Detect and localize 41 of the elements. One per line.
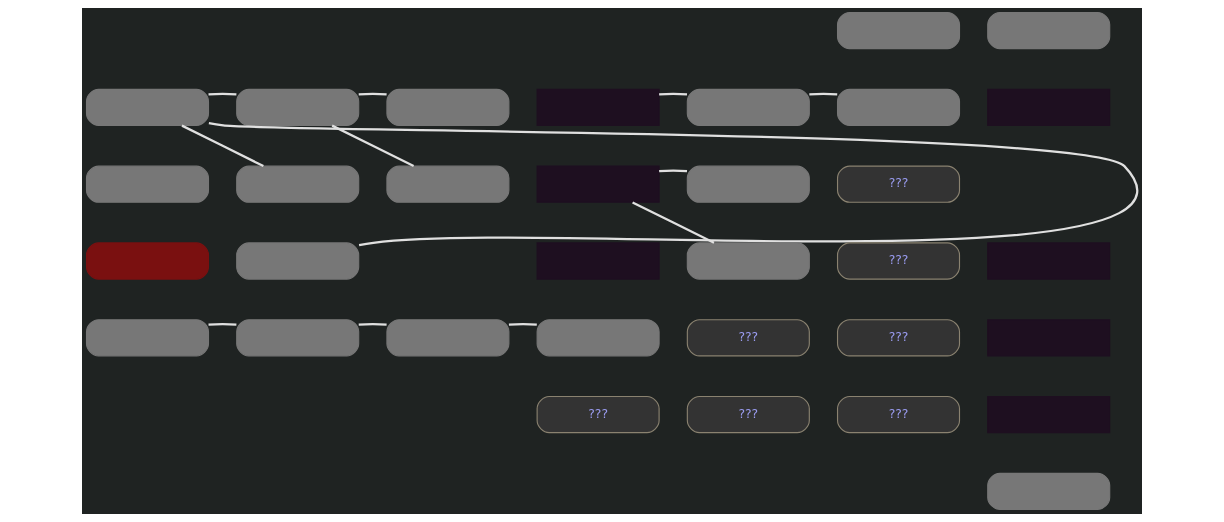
node-box (987, 472, 1111, 511)
node-box (236, 88, 360, 127)
node-box (236, 242, 360, 280)
node-box (386, 88, 510, 127)
node-box: ??? (836, 242, 961, 280)
node-box (836, 88, 961, 127)
node-box (536, 165, 660, 203)
node-box: ??? (686, 395, 810, 434)
node-box: ??? (836, 319, 961, 357)
node-box (386, 319, 510, 357)
node-box (85, 165, 210, 203)
node-box (85, 88, 210, 127)
node-box (686, 242, 810, 280)
node-box: ??? (536, 395, 660, 434)
node-box (536, 88, 660, 127)
node-box (386, 165, 510, 203)
node-box (236, 165, 360, 203)
connector (331, 124, 415, 168)
node-box (686, 165, 810, 203)
node-box: ??? (686, 319, 810, 357)
node-box (686, 88, 810, 127)
node-box: ??? (836, 395, 961, 434)
connector (358, 323, 387, 326)
node-box (836, 11, 961, 50)
connector (208, 323, 237, 326)
node-box (536, 242, 660, 280)
node-box: ??? (836, 165, 961, 203)
node-box (987, 11, 1111, 50)
node-box (85, 319, 210, 357)
connector (659, 169, 688, 173)
connector (809, 92, 838, 96)
node-box (536, 319, 660, 357)
connector (508, 323, 537, 326)
node-box (236, 319, 360, 357)
connector (208, 92, 237, 96)
connector (208, 122, 1136, 247)
connector (181, 124, 264, 168)
connector (632, 201, 715, 244)
connector (659, 92, 688, 96)
connector (358, 92, 387, 96)
node-box (85, 242, 210, 280)
